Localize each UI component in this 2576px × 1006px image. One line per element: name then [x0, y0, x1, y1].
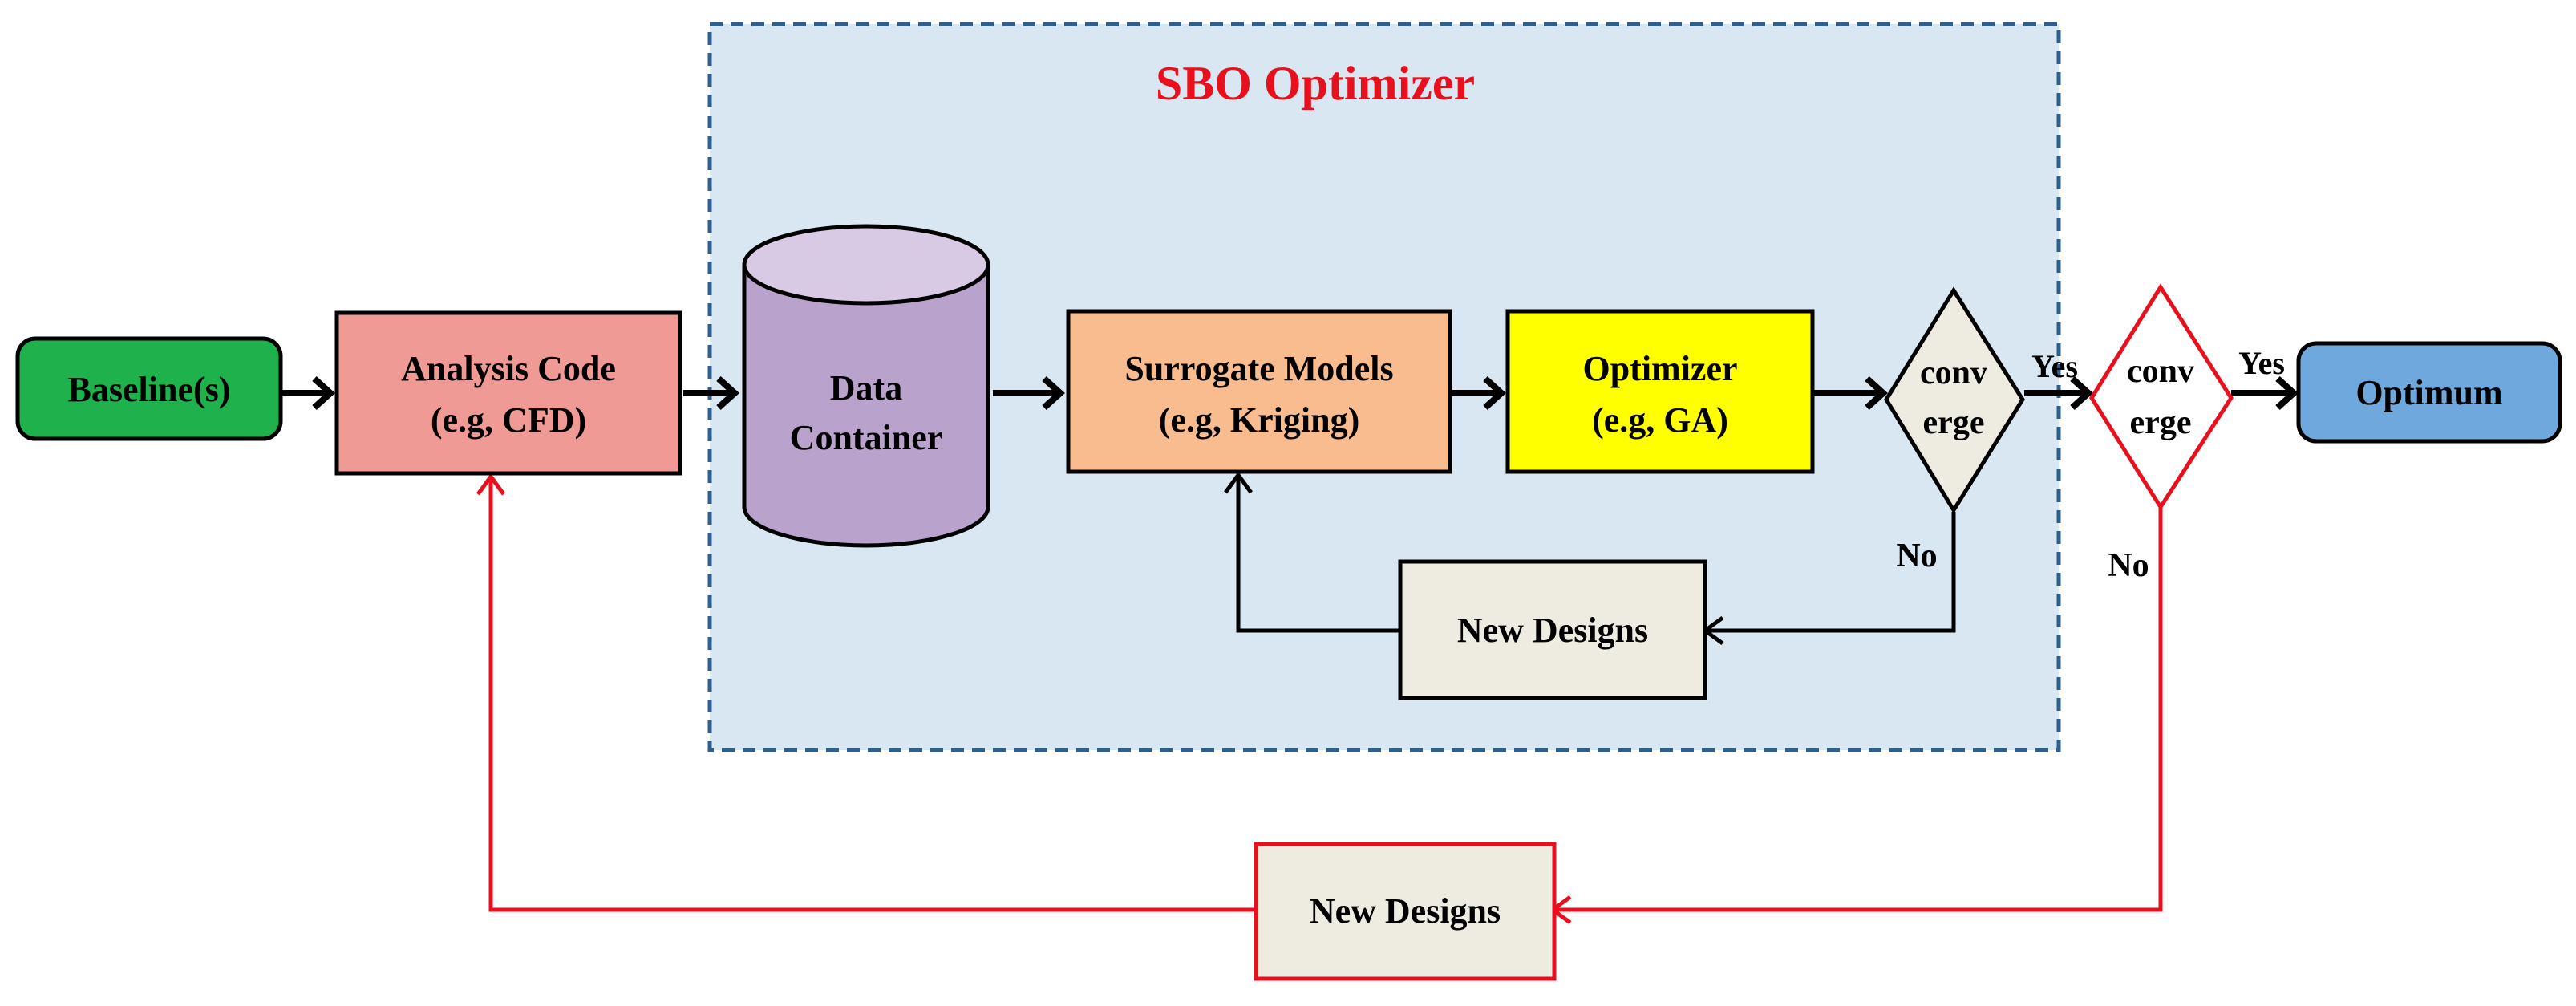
panel-title: SBO Optimizer [1156, 57, 1475, 110]
analysis-line2: (e.g, CFD) [431, 400, 586, 440]
outer-no-label: No [2108, 547, 2149, 584]
outer-yes-label: Yes [2238, 345, 2285, 381]
inner-no-loop [1223, 471, 1956, 646]
analysis-line1: Analysis Code [401, 349, 616, 388]
outer-converge-line2: erge [2130, 404, 2192, 441]
inner-no-label: No [1896, 537, 1937, 574]
inner-converge-line2: erge [1923, 404, 1985, 441]
optimizer-node: Optimizer (e.g, GA) [1505, 309, 1815, 474]
outer-converge-line1: conv [2127, 353, 2194, 390]
container-line1: Data [830, 368, 902, 408]
container-line2: Container [790, 418, 943, 457]
analysis-code-node: Analysis Code (e.g, CFD) [334, 310, 682, 476]
outer-converge-decision: conv erge [2089, 283, 2234, 511]
data-container-node: Data Container [742, 224, 990, 548]
inner-new-designs-node: New Designs [1398, 559, 1707, 700]
inner-converge-decision: conv erge [1884, 286, 2025, 514]
optimum-label: Optimum [2355, 373, 2502, 412]
optimizer-line1: Optimizer [1582, 349, 1737, 388]
main-flow-arrows [282, 376, 2299, 410]
inner-converge-line1: conv [1920, 355, 1987, 391]
baseline-label: Baseline(s) [68, 370, 231, 409]
optimum-node: Optimum [2296, 341, 2562, 444]
baseline-node: Baseline(s) [15, 336, 283, 441]
inner-new-designs-label: New Designs [1457, 610, 1648, 650]
surrogate-line1: Surrogate Models [1124, 349, 1393, 388]
optimizer-line2: (e.g, GA) [1592, 400, 1728, 440]
surrogate-line2: (e.g, Kriging) [1159, 400, 1360, 440]
inner-yes-label: Yes [2031, 348, 2078, 384]
outer-new-designs-node: New Designs [1254, 842, 1557, 981]
surrogate-models-node: Surrogate Models (e.g, Kriging) [1066, 309, 1452, 474]
outer-new-designs-label: New Designs [1310, 891, 1501, 931]
